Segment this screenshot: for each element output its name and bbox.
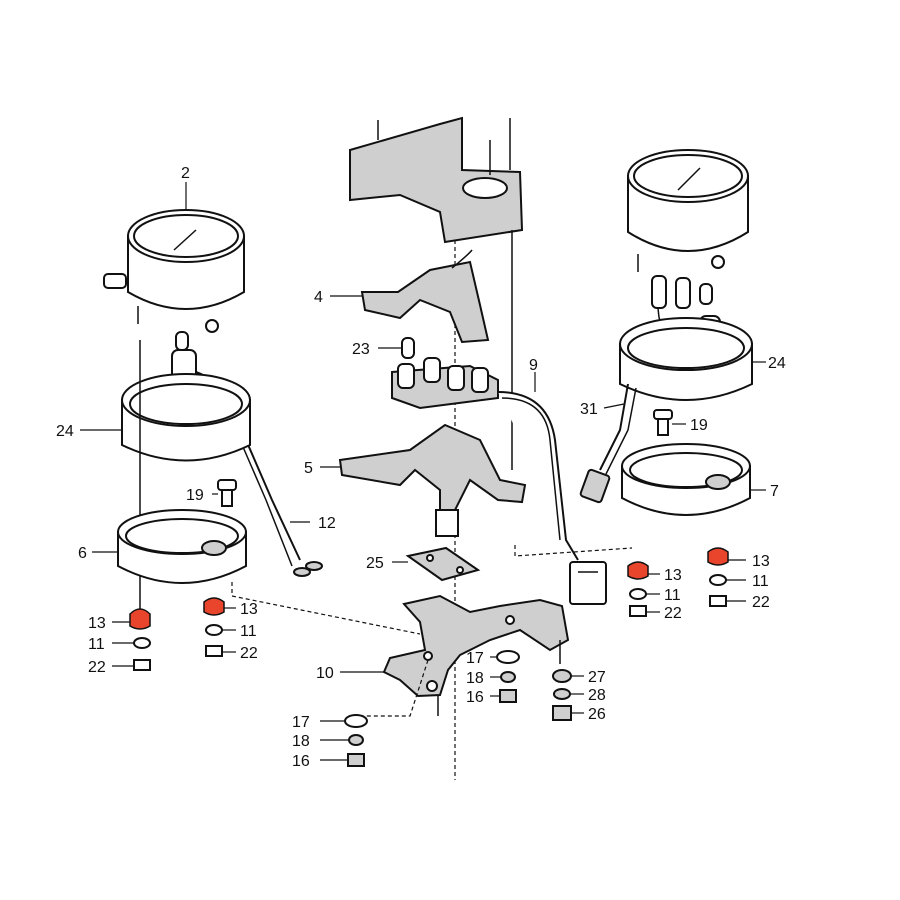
callout-28: 28 — [588, 687, 606, 704]
left-case-part — [121, 373, 251, 462]
callout-7: 7 — [770, 483, 779, 500]
lower-bracket-part — [338, 423, 527, 537]
mounting-plate-part — [405, 546, 481, 582]
callout-11-left-b: 11 — [240, 623, 257, 640]
wire-harness-part — [497, 391, 607, 605]
right-case-part — [619, 317, 753, 401]
callout-25: 25 — [366, 555, 384, 572]
callout-24-right: 24 — [768, 355, 786, 372]
callout-18-lower: 18 — [292, 733, 310, 750]
callout-22-center: 22 — [664, 605, 682, 622]
callout-12: 12 — [318, 515, 336, 532]
callout-22-left-b: 22 — [240, 645, 258, 662]
callout-11-right: 11 — [752, 573, 769, 590]
indicator-socket-cluster — [391, 357, 499, 410]
callout-6: 6 — [78, 545, 87, 562]
callout-13-left-a: 13 — [88, 615, 106, 632]
grommet-13-center — [627, 561, 649, 580]
callout-10: 10 — [316, 665, 334, 682]
callout-labels: 2 4 23 9 24 24 31 19 5 7 19 12 6 25 13 1… — [56, 165, 786, 770]
right-cover-part — [621, 443, 751, 516]
grommet-13-right — [707, 547, 729, 566]
callout-24-left: 24 — [56, 423, 74, 440]
callout-11-left-a: 11 — [88, 636, 105, 653]
steering-stem-bracket — [349, 116, 524, 244]
callout-22-right: 22 — [752, 594, 770, 611]
callout-16-upper: 16 — [466, 689, 484, 706]
callout-13-center: 13 — [664, 567, 682, 584]
alignment-line-right — [514, 545, 633, 557]
callout-17-upper: 17 — [466, 650, 484, 667]
callout-19-left: 19 — [186, 487, 204, 504]
callout-26: 26 — [588, 706, 606, 723]
right-wire-part — [579, 383, 637, 504]
leader-lines — [80, 182, 766, 761]
left-gauge-part — [103, 209, 245, 333]
callout-18-upper: 18 — [466, 670, 484, 687]
callout-11-center: 11 — [664, 587, 681, 604]
alignment-line-lower — [355, 659, 429, 717]
callout-23: 23 — [352, 341, 370, 358]
right-gauge-part — [627, 149, 749, 272]
callout-27: 27 — [588, 669, 606, 686]
grommet-13-left-a — [129, 608, 151, 630]
bulb-socket-part — [401, 337, 415, 359]
grommet-13-left-b — [203, 597, 225, 616]
callout-2: 2 — [181, 165, 190, 182]
upper-bracket-part — [360, 249, 490, 344]
alignment-line-left — [231, 582, 421, 635]
main-stay-part — [382, 594, 570, 716]
callout-5: 5 — [304, 460, 313, 477]
left-screw-part — [217, 479, 237, 507]
callout-17-lower: 17 — [292, 714, 310, 731]
callout-16-lower: 16 — [292, 753, 310, 770]
left-cover-part — [117, 509, 247, 584]
right-screw-part — [653, 409, 673, 436]
callout-13-right: 13 — [752, 553, 770, 570]
callout-9: 9 — [529, 357, 538, 374]
callout-19-right: 19 — [690, 417, 708, 434]
callout-22-left-a: 22 — [88, 659, 106, 676]
callout-4: 4 — [314, 289, 323, 306]
washers-and-nuts — [133, 574, 727, 767]
callout-13-left-b: 13 — [240, 601, 258, 618]
callout-31: 31 — [580, 401, 598, 418]
